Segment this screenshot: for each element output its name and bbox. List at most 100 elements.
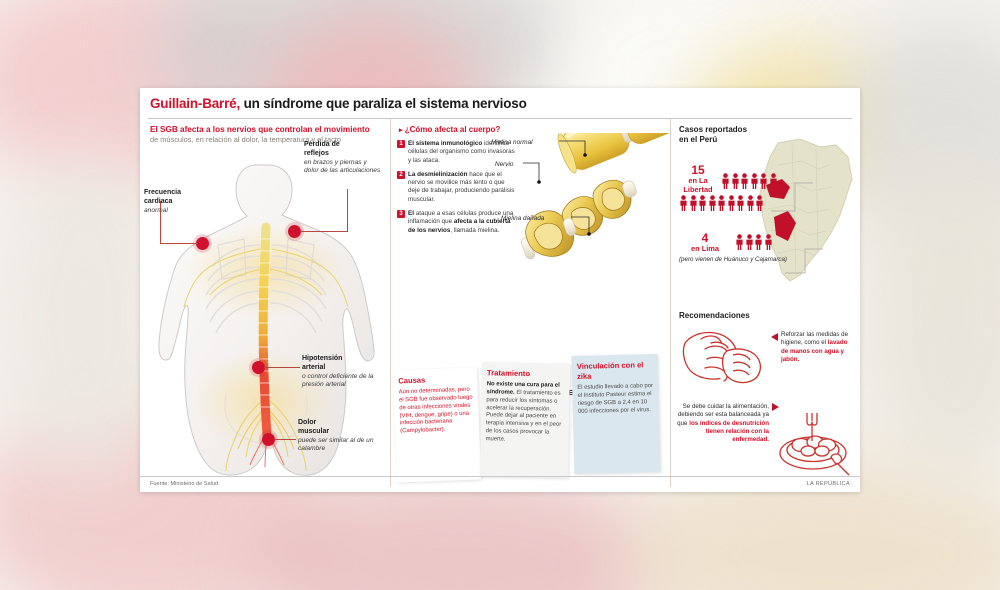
recommendation-nutrition: Se debe cuidar la alimentación, debiendo…: [677, 403, 769, 444]
step-number: 1: [397, 140, 405, 148]
recommendation-text-bold: los índices de desnutrición tienen relac…: [689, 419, 769, 444]
people-icons-row: [679, 195, 809, 212]
symptom-title-line2: reflejos: [304, 149, 329, 157]
note-zika-link[interactable]: Vinculación con el zika El estudio lleva…: [571, 353, 661, 475]
section-title-how-it-affects: ▸ ¿Cómo afecta al cuerpo?: [399, 125, 664, 134]
note-body: Aún no determinadas, pero el SGB fue obs…: [398, 386, 473, 435]
leader-line: [274, 439, 296, 440]
brand-text: LA REPÚBLICA: [806, 481, 850, 487]
symptom-title-line1: Frecuencia: [144, 189, 181, 196]
person-icon: [760, 173, 767, 189]
section-title-cases: Casos reportados en el Perú: [679, 125, 852, 145]
label-myelin-normal: Mielina normal: [491, 139, 533, 146]
note-causes[interactable]: Causas Aún no determinadas, pero el SGB …: [392, 367, 482, 483]
region-name-line1: en Lima: [691, 244, 719, 253]
symptom-dot-reflex[interactable]: [288, 225, 301, 238]
step-text-bold: El sistema inmunológico: [408, 140, 483, 147]
label-myelin-damaged: Mielina dañada: [501, 215, 545, 222]
region-name-line1: en La: [688, 176, 708, 185]
column-divider: [390, 124, 391, 476]
background-blob: [860, 150, 1000, 480]
recommendation-text-bold: lavado de manos con agua y jabón.: [781, 339, 848, 363]
step-text-bold: El: [408, 210, 414, 218]
person-icon: [755, 234, 762, 251]
people-icons-row: [735, 234, 773, 251]
cases-title-line2: en el Perú: [679, 135, 718, 144]
person-icon: [699, 195, 706, 212]
section-title-recommendations: Recomendaciones: [679, 311, 750, 320]
symptom-detail: puede ser similar al de un calambre: [298, 436, 374, 453]
step-text-bold: La desmielinización: [408, 170, 468, 178]
person-icon: [736, 234, 743, 251]
step-text-rest: hace que el nervio se movilice más lento…: [408, 170, 515, 203]
lead-sub: de músculos, en relación al dolor, la te…: [150, 134, 342, 144]
note-title: Causas: [398, 375, 426, 386]
lead-statement: El SGB afecta a los nervios que controla…: [150, 125, 386, 145]
region-lima: 4 en Lima (pero vienen de Huánuco y Caja…: [679, 231, 809, 264]
person-icon: [718, 195, 725, 212]
note-body: No existe una cura para el síndrome. El …: [485, 381, 564, 445]
mechanism-step: 1 El sistema inmunológico identifica cél…: [397, 140, 515, 165]
leader-myelin-damaged: [571, 216, 591, 236]
leader-line: [300, 231, 348, 232]
symptom-dot-heart[interactable]: [196, 237, 209, 250]
page-title: Guillain-Barré, un síndrome que paraliza…: [150, 96, 850, 111]
leader-nerve: [523, 162, 541, 184]
step-text-bold2: afecta a la cubierta de los nervios: [408, 218, 511, 234]
mechanism-step: 2 La desmielinización hace que el nervio…: [397, 170, 515, 204]
person-icon: [680, 195, 687, 212]
leader-la-libertad: [771, 182, 813, 212]
symptom-title-line2: muscular: [298, 427, 330, 435]
person-icon: [750, 173, 758, 189]
symptom-label-heart-rate: Frecuencia cardiaca anormal: [144, 189, 206, 215]
recommendation-text: Reforzar las medidas de higiene, como el: [781, 331, 849, 347]
person-icon: [689, 195, 697, 212]
source-text: Fuente: Ministerio de Salud: [150, 481, 219, 487]
person-icon: [764, 234, 772, 251]
person-icon: [722, 173, 729, 189]
leader-lima: [785, 248, 823, 274]
leader-line: [347, 189, 348, 231]
people-icons-row: [721, 173, 778, 189]
leader-line: [264, 367, 300, 368]
infographic-header: Guillain-Barré, un síndrome que paraliza…: [140, 88, 860, 115]
region-name-line2: Libertad: [683, 184, 713, 194]
symptom-detail: o control deficiente de la presión arter…: [302, 372, 374, 389]
label-nerve: Nervio: [495, 161, 514, 168]
arrow-right-icon: [772, 403, 779, 411]
symptom-dot-hypotension[interactable]: [252, 361, 265, 374]
cases-title-line1: Casos reportados: [679, 125, 748, 134]
person-icon: [741, 173, 748, 189]
columns-container: El SGB afecta a los nervios que controla…: [140, 119, 860, 487]
note-treatment[interactable]: Tratamiento No existe una cura para el s…: [479, 362, 571, 478]
person-icon: [708, 195, 716, 212]
person-icon: [727, 195, 735, 212]
page-title-highlight: Guillain-Barré,: [150, 96, 241, 111]
symptom-label-muscle-pain: Dolor muscular puede ser similar al de u…: [298, 419, 374, 454]
person-icon: [737, 195, 744, 212]
person-icon: [746, 195, 754, 212]
step-number: 2: [397, 170, 405, 179]
recommendation-text: Se debe cuidar la alimentación, debiendo…: [677, 403, 769, 427]
step-text: El ataque a esas células produce una inf…: [408, 210, 515, 235]
leader-myelin-normal: [559, 140, 587, 157]
column-divider: [670, 124, 671, 476]
note-body-rest: El tratamiento es para reducir los sínto…: [485, 389, 562, 443]
region-note: (pero vienen de Huánuco y Cajamarca): [679, 255, 787, 263]
symptom-title-line1: Pérdida de: [304, 141, 340, 148]
column-cases-recommendations: Casos reportados en el Perú: [670, 119, 860, 487]
symptom-title-line2: cardiaca: [144, 197, 173, 205]
recommendation-hygiene: Reforzar las medidas de higiene, como el…: [781, 331, 849, 364]
step-number: 3: [397, 210, 405, 219]
step-text: El sistema inmunológico identifica célul…: [408, 140, 515, 165]
symptom-label-reflex-loss: Pérdida de reflejos en brazos y piernas …: [304, 141, 382, 176]
step-text-mid: ataque a esas células produce una inflam…: [408, 210, 514, 226]
step-text-rest: identifica células del organismo como in…: [408, 140, 515, 164]
person-icon: [769, 173, 777, 189]
symptom-dot-pain[interactable]: [262, 433, 275, 446]
symptom-label-hypotension: Hipotensión arterial o control deficient…: [302, 355, 378, 390]
symptom-detail: en brazos y piernas y dolor de las artic…: [304, 158, 381, 175]
handwashing-illustration: [682, 331, 762, 384]
chevron-right-icon: ▸: [399, 127, 403, 134]
region-count: 4: [701, 231, 709, 245]
